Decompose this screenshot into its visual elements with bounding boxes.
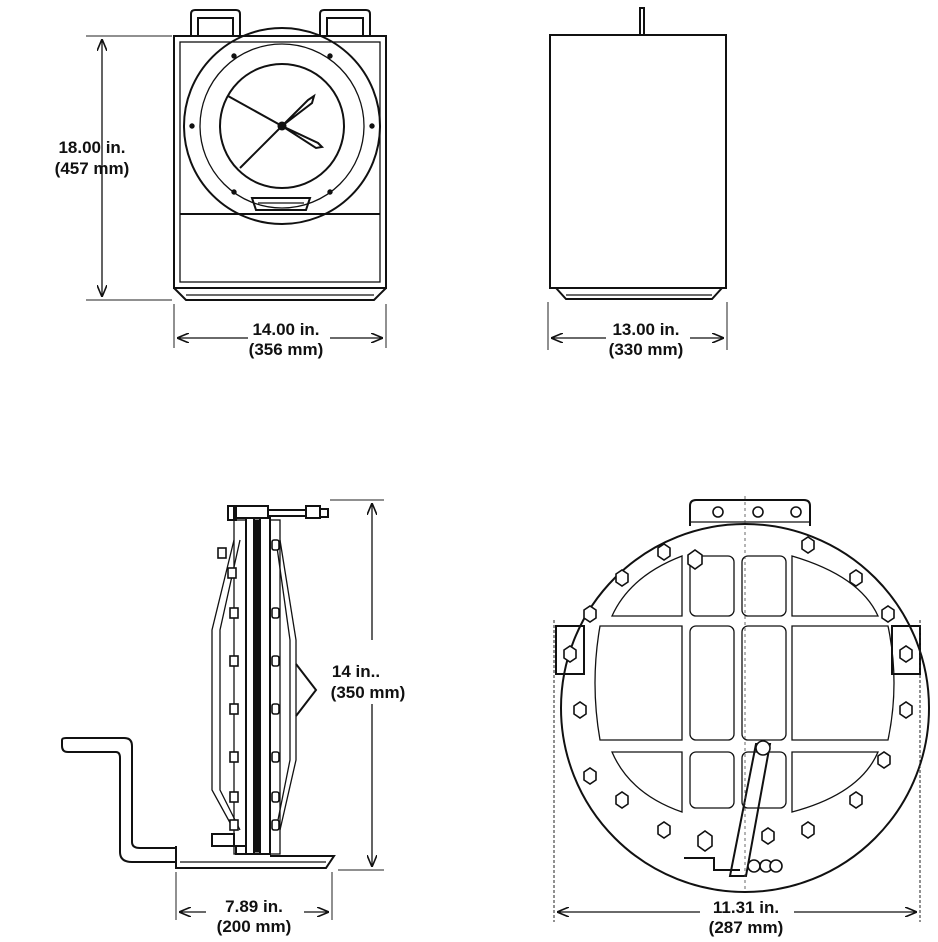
valve-side-width-dimension: 7.89 in. (200 mm) xyxy=(175,872,333,936)
valve-side-view xyxy=(61,505,336,869)
side-width-mm: (330 mm) xyxy=(609,340,684,359)
valve-side-height-mm: (350 mm) xyxy=(331,683,406,702)
bolt-dot xyxy=(231,189,237,195)
front-height-mm: (457 mm) xyxy=(55,159,130,178)
disc-windows xyxy=(594,555,895,813)
right-nuts xyxy=(271,539,280,831)
side-width-dimension: 13.00 in. (330 mm) xyxy=(547,302,728,359)
front-width-mm: (356 mm) xyxy=(249,340,324,359)
valve-face-width-dimension: 11.31 in. (287 mm) xyxy=(553,620,921,937)
side-width-inches: 13.00 in. xyxy=(612,320,679,339)
bolt-dot xyxy=(369,123,375,129)
mount-hole xyxy=(712,506,724,518)
side-view xyxy=(549,7,727,300)
front-view xyxy=(173,9,387,301)
valve-side-width-inches: 7.89 in. xyxy=(225,897,283,916)
gauge-hands xyxy=(227,93,325,169)
bolt-dot xyxy=(327,189,333,195)
bolt-dot xyxy=(327,53,333,59)
left-bolts xyxy=(217,547,239,831)
valve-side-height-dimension: 14 in.. (350 mm) xyxy=(326,499,414,871)
valve-face-view xyxy=(555,496,930,893)
front-width-dimension: 14.00 in. (356 mm) xyxy=(173,304,387,359)
valve-side-height-inches: 14 in.. xyxy=(332,662,380,681)
front-width-inches: 14.00 in. xyxy=(252,320,319,339)
valve-face-width-mm: (287 mm) xyxy=(709,918,784,937)
bolt-dot xyxy=(231,53,237,59)
disc-bolts xyxy=(573,536,913,852)
front-height-inches: 18.00 in. xyxy=(58,138,125,157)
mount-hole xyxy=(790,506,802,518)
mount-hole xyxy=(752,506,764,518)
ear-bolt xyxy=(563,645,577,663)
valve-lever xyxy=(684,740,783,877)
valve-face-width-inches: 11.31 in. xyxy=(713,898,779,917)
bolt-dot xyxy=(189,123,195,129)
valve-side-width-mm: (200 mm) xyxy=(217,917,292,936)
ear-bolt xyxy=(899,645,913,663)
front-height-dimension: 18.00 in. (457 mm) xyxy=(55,35,172,301)
